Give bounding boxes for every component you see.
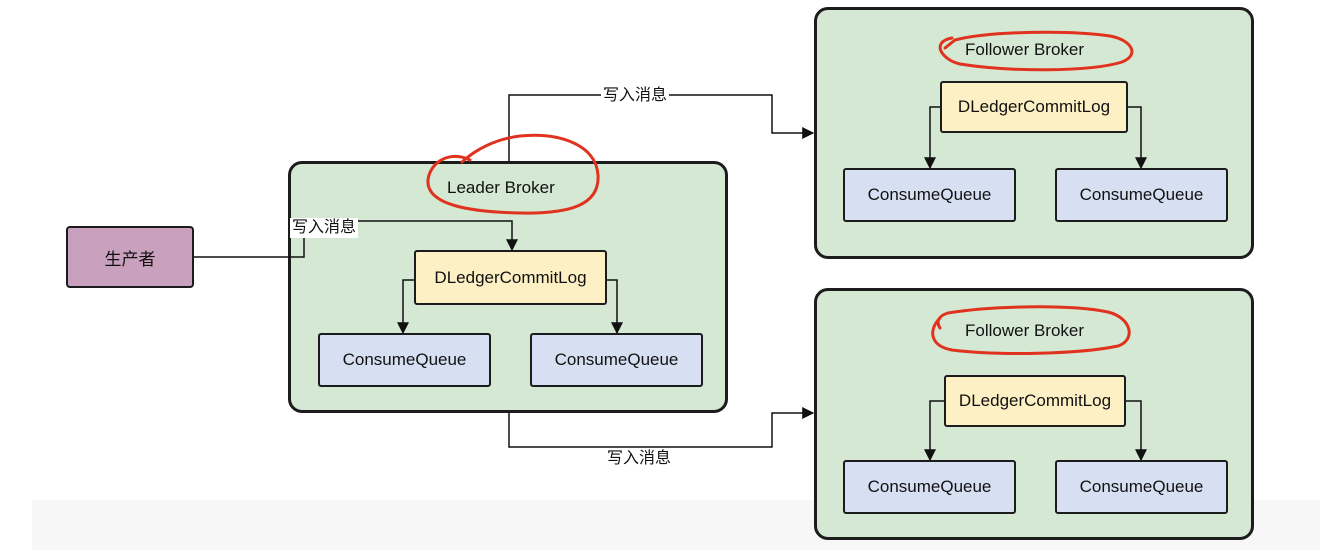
leader-queue-left[interactable]: ConsumeQueue — [318, 333, 491, 387]
edge-follower2-commitlog-to-queue-left — [924, 400, 944, 462]
edge-follower1-commitlog-to-queue-right — [1128, 106, 1147, 170]
follower2-queue-right[interactable]: ConsumeQueue — [1055, 460, 1228, 514]
leader-commitlog-node[interactable]: DLedgerCommitLog — [414, 250, 607, 305]
leader-queue-right-label: ConsumeQueue — [554, 350, 679, 369]
follower1-commitlog-label: DLedgerCommitLog — [957, 97, 1111, 116]
edge-label-leader-to-follower-1: 写入消息 — [601, 86, 670, 106]
producer-node[interactable]: 生产者 — [66, 226, 194, 288]
highlight-follower2-title — [931, 305, 1131, 355]
highlight-leader-title — [426, 133, 600, 215]
leader-broker-title: Leader Broker — [447, 178, 555, 197]
follower1-title: Follower Broker — [965, 40, 1085, 59]
follower2-queue-left-label: ConsumeQueue — [867, 477, 992, 496]
follower1-queue-right[interactable]: ConsumeQueue — [1055, 168, 1228, 222]
follower2-commitlog-label: DLedgerCommitLog — [958, 391, 1112, 410]
edge-leader-to-follower-1 — [508, 94, 815, 161]
edge-label-producer-to-leader: 写入消息 — [290, 218, 359, 238]
follower1-queue-left[interactable]: ConsumeQueue — [843, 168, 1016, 222]
follower2-title: Follower Broker — [965, 321, 1085, 340]
leader-commitlog-label: DLedgerCommitLog — [434, 267, 587, 287]
edge-leader-commitlog-to-queue-left — [397, 279, 414, 335]
follower1-queue-left-label: ConsumeQueue — [867, 185, 992, 204]
edge-leader-to-follower-2 — [508, 407, 815, 448]
edge-follower1-commitlog-to-queue-left — [924, 106, 940, 170]
follower2-commitlog-node[interactable]: DLedgerCommitLog — [944, 375, 1126, 427]
follower2-queue-right-label: ConsumeQueue — [1079, 477, 1204, 496]
edge-follower2-commitlog-to-queue-right — [1126, 400, 1147, 462]
edge-label-leader-to-follower-2: 写入消息 — [605, 449, 674, 469]
highlight-follower1-title — [938, 30, 1134, 72]
edge-leader-commitlog-to-queue-right — [607, 279, 623, 335]
follower1-commitlog-node[interactable]: DLedgerCommitLog — [940, 81, 1128, 133]
producer-label: 生产者 — [104, 249, 156, 269]
follower2-queue-left[interactable]: ConsumeQueue — [843, 460, 1016, 514]
leader-queue-left-label: ConsumeQueue — [342, 350, 467, 369]
leader-queue-right[interactable]: ConsumeQueue — [530, 333, 703, 387]
follower1-queue-right-label: ConsumeQueue — [1079, 185, 1204, 204]
